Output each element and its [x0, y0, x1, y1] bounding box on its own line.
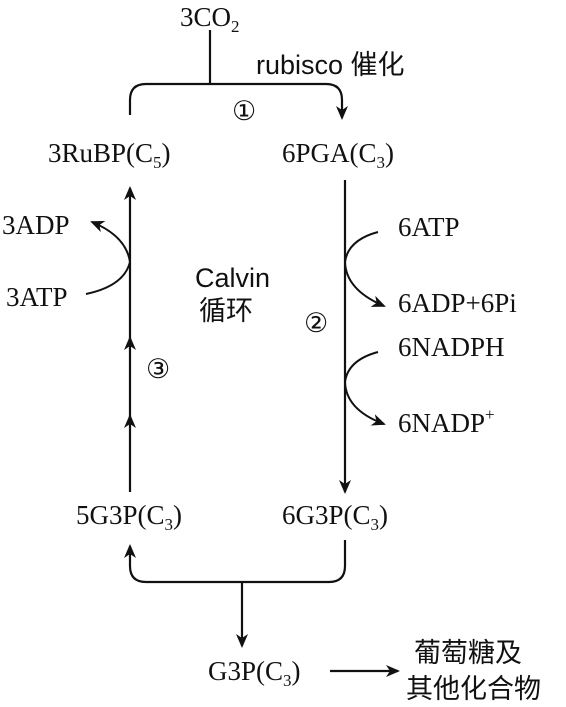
- atp-consumption-arrow: [343, 231, 386, 307]
- adp3-label: 3ADP: [2, 210, 70, 240]
- calvin-label-line1: Calvin: [195, 263, 270, 293]
- nadph6-label: 6NADPH: [398, 332, 505, 362]
- calvin-label-line2: 循环: [199, 296, 253, 326]
- bottom-split-arrow: [124, 540, 347, 648]
- step-2-marker: ②: [304, 308, 328, 338]
- atp6-label: 6ATP: [398, 212, 460, 242]
- atp3-label: 3ATP: [6, 282, 68, 312]
- atp-consumption-arrow-left: [85, 221, 132, 295]
- adp6-label: 6ADP+6Pi: [398, 288, 517, 318]
- step-1-marker: ①: [232, 96, 256, 126]
- nadph-consumption-arrow: [343, 351, 386, 426]
- g3p5-label: 5G3P(C3): [76, 500, 182, 534]
- sugar-label-line2: 其他化合物: [406, 674, 541, 704]
- rubisco-label: rubisco 催化: [256, 50, 405, 80]
- g3p6-label: 6G3P(C3): [282, 500, 388, 534]
- co2-label: 3CO2: [180, 2, 240, 36]
- sugar-label-line1: 葡萄糖及: [414, 638, 522, 668]
- pga-label: 6PGA(C3): [282, 138, 394, 172]
- g3p-output-label: G3P(C3): [208, 656, 301, 690]
- rubp-label: 3RuBP(C5): [48, 138, 171, 172]
- co2-input-arrow: [128, 30, 348, 120]
- nadp6-label: 6NADP+: [398, 405, 495, 438]
- step-3-marker: ③: [146, 354, 170, 384]
